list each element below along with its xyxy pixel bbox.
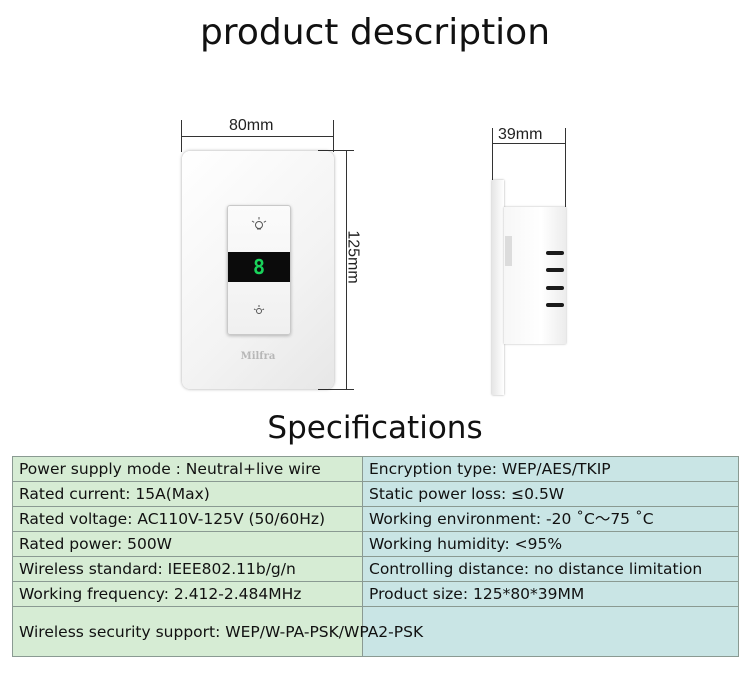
- bulb-on-icon: [251, 217, 267, 230]
- switch-front-plate: 8 Milfra: [182, 151, 334, 389]
- page-title: product description: [199, 12, 551, 53]
- specifications-title: Specifications: [267, 410, 483, 446]
- height-label: 125mm: [344, 230, 362, 284]
- table-row: Wireless standard: IEEE802.11b/g/n Contr…: [12, 556, 739, 582]
- spec-cell: Encryption type: WEP/AES/TKIP: [362, 456, 739, 482]
- table-row: Power supply mode : Neutral+live wire En…: [12, 456, 739, 482]
- spec-cell: Rated power: 500W: [12, 531, 363, 557]
- display-digit: 8: [252, 255, 266, 279]
- terminal-pin: [546, 303, 564, 307]
- height-ext-top: [318, 150, 354, 151]
- spec-cell: Controlling distance: no distance limita…: [362, 556, 739, 582]
- table-row: Rated current: 15A(Max) Static power los…: [12, 481, 739, 507]
- depth-label: 39mm: [498, 126, 543, 143]
- specifications-table: Power supply mode : Neutral+live wire En…: [12, 456, 739, 657]
- spec-cell: Working frequency: 2.412-2.484MHz: [12, 581, 363, 607]
- depth-dimension-line: [492, 143, 566, 144]
- spec-cell: Working humidity: <95%: [362, 531, 739, 557]
- height-ext-bottom: [318, 389, 354, 390]
- spec-cell: Rated current: 15A(Max): [12, 481, 363, 507]
- spec-cell: Static power loss: ≤0.5W: [362, 481, 739, 507]
- terminal-pin: [546, 286, 564, 290]
- switch-side-tab: [505, 236, 512, 266]
- width-label: 80mm: [229, 117, 274, 134]
- depth-ext-right: [565, 128, 566, 208]
- switch-side-plate: [492, 180, 504, 395]
- spec-cell: Product size: 125*80*39MM: [362, 581, 739, 607]
- height-dimension-line: [346, 150, 347, 390]
- led-display: 8: [228, 252, 290, 282]
- brand-logo: Milfra: [240, 351, 276, 362]
- terminal-pin: [546, 268, 564, 272]
- spec-cell: Rated voltage: AC110V-125V (50/60Hz): [12, 506, 363, 532]
- spec-cell: Power supply mode : Neutral+live wire: [12, 456, 363, 482]
- table-row: Wireless security support: WEP/W-PA-PSK/…: [12, 606, 739, 657]
- terminal-pin: [546, 251, 564, 255]
- table-row: Working frequency: 2.412-2.484MHz Produc…: [12, 581, 739, 607]
- switch-rocker: 8: [227, 205, 291, 335]
- spec-cell: Wireless standard: IEEE802.11b/g/n: [12, 556, 363, 582]
- depth-ext-left: [492, 128, 493, 180]
- width-dimension-line: [181, 136, 334, 137]
- spec-cell: Wireless security support: WEP/W-PA-PSK/…: [12, 606, 423, 657]
- spec-cell-empty: [362, 606, 739, 657]
- table-row: Rated voltage: AC110V-125V (50/60Hz) Wor…: [12, 506, 739, 532]
- spec-cell: Working environment: -20 ˚C～75 ˚C: [362, 506, 739, 532]
- table-row: Rated power: 500W Working humidity: <95%: [12, 531, 739, 557]
- bulb-dim-icon: [253, 305, 265, 314]
- switch-side-body: [504, 207, 566, 344]
